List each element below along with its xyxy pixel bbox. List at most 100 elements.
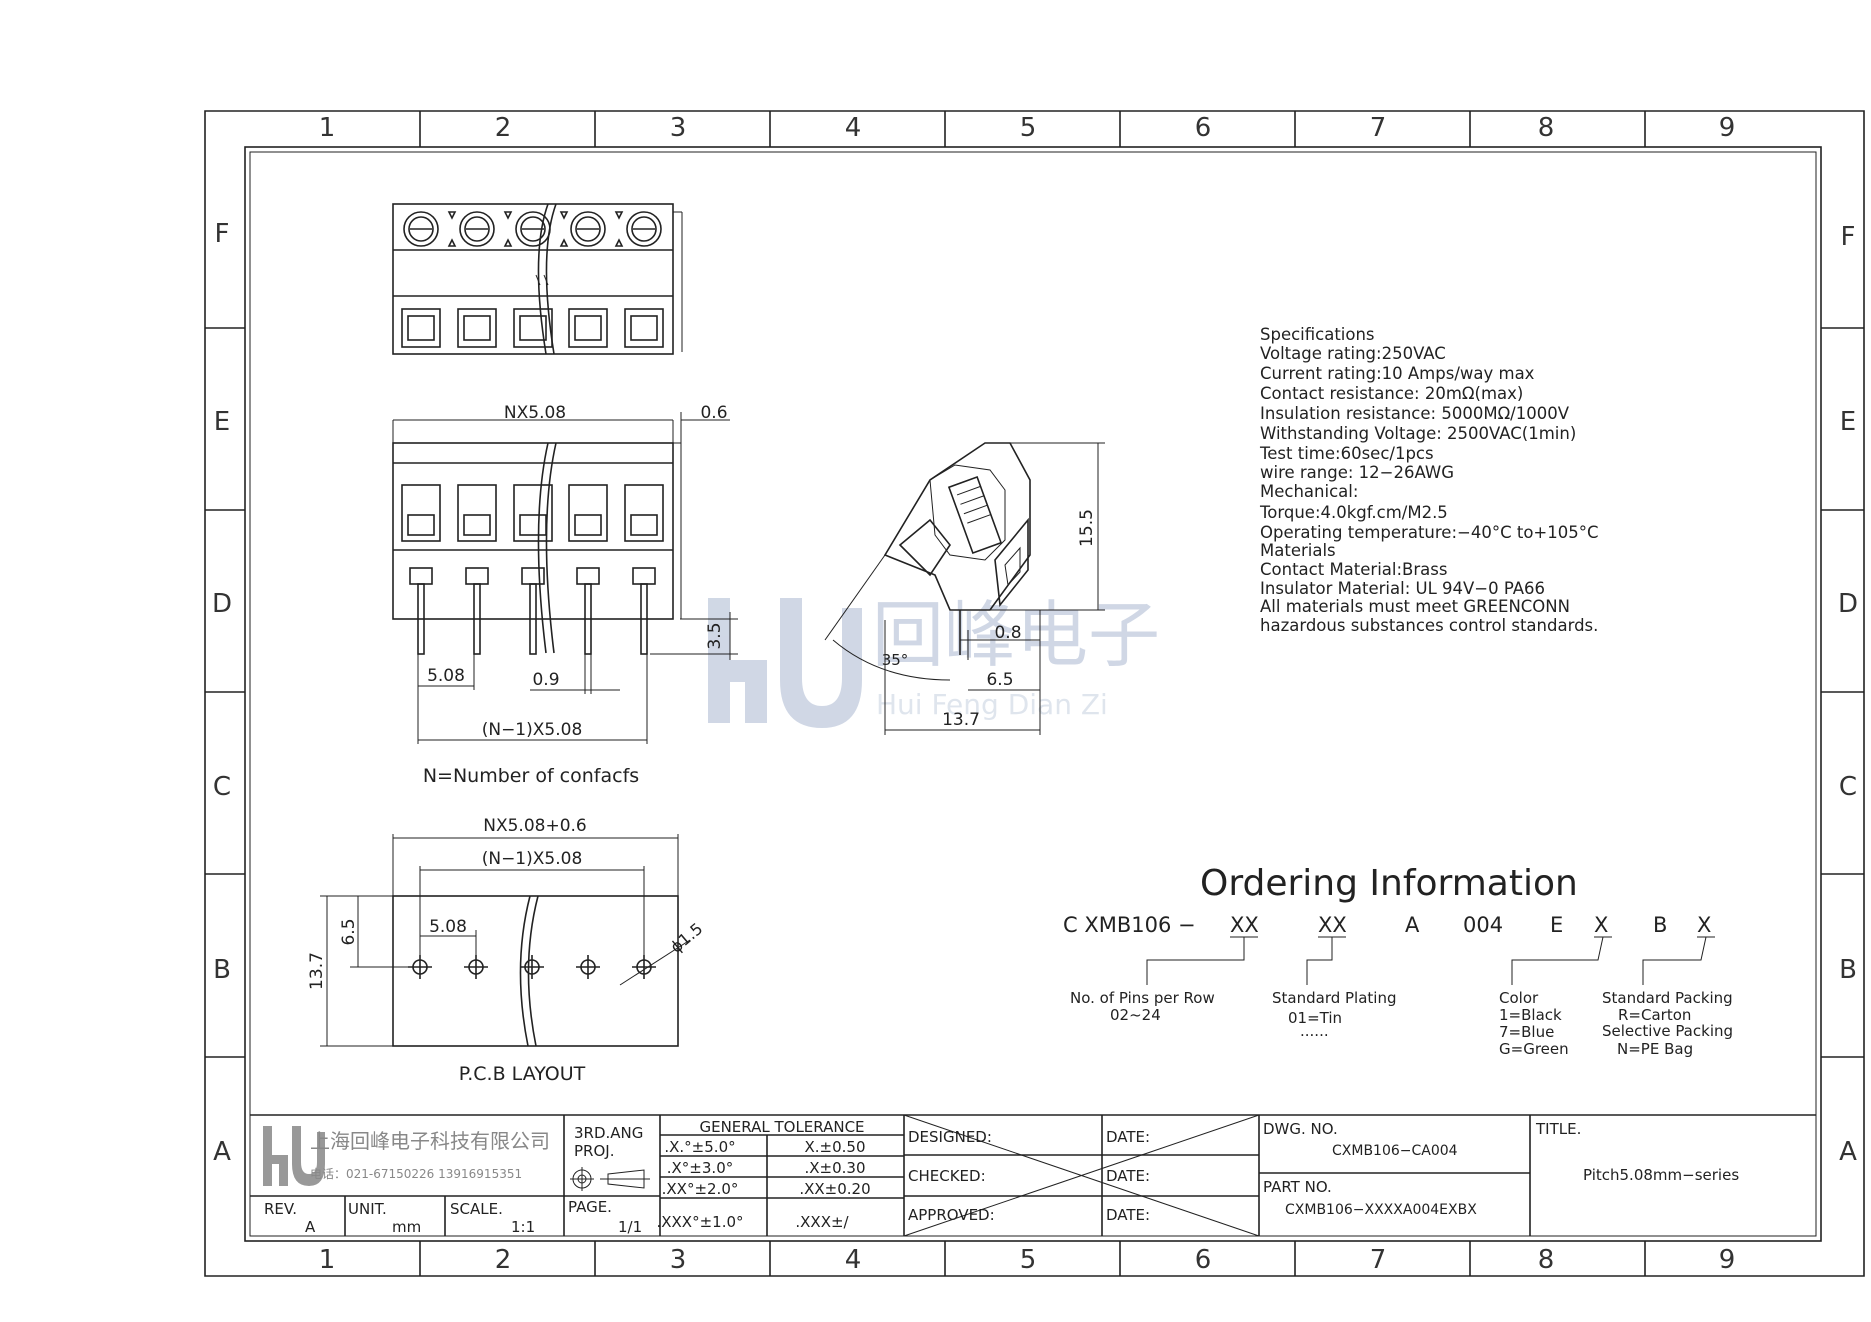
pcb-dim-row: 6.5 xyxy=(339,918,359,945)
dim-span: (N−1)X5.08 xyxy=(482,720,583,740)
row-label: E xyxy=(214,407,230,437)
watermark-cn: 回峰电子 xyxy=(872,593,1160,677)
spec-line: Insulation resistance: 5000MΩ/1000V xyxy=(1260,404,1570,423)
pcb-dim-pitch: 5.08 xyxy=(429,917,467,937)
scale-value: 1:1 xyxy=(511,1218,535,1236)
watermark: 回峰电子 Hui Feng Dian Zi xyxy=(708,593,1160,728)
spec-line: Mechanical: xyxy=(1260,482,1358,501)
dim-depth: 13.7 xyxy=(942,710,980,730)
row-label: E xyxy=(1840,407,1856,437)
code-packing: X xyxy=(1697,913,1711,937)
date-label: DATE: xyxy=(1106,1167,1150,1185)
watermark-pinyin: Hui Feng Dian Zi xyxy=(876,688,1108,721)
col-label: 7 xyxy=(1370,113,1387,143)
col-label: 4 xyxy=(845,113,862,143)
approved-label: APPROVED: xyxy=(908,1206,995,1224)
col-label: 6 xyxy=(1195,113,1212,143)
col-label: 6 xyxy=(1195,1245,1212,1275)
side-view: 15.5 0.8 35° 6.5 13.7 xyxy=(824,442,1105,735)
tolerance-a1: .X.°±5.0° xyxy=(664,1138,735,1156)
row-label: C xyxy=(213,772,231,802)
row-label: F xyxy=(215,219,230,249)
spec-line: Operating temperature:−40°C to+105°C xyxy=(1260,523,1599,542)
code-b: B xyxy=(1653,913,1667,937)
tolerance-a3: .XX°±2.0° xyxy=(662,1180,739,1198)
spec-line: Withstanding Voltage: 2500VAC(1min) xyxy=(1260,424,1576,443)
spec-line: Specifications xyxy=(1260,325,1375,344)
row-label: D xyxy=(1838,589,1858,619)
packing-note-4: N=PE Bag xyxy=(1617,1040,1693,1058)
col-label: 9 xyxy=(1719,1245,1736,1275)
dwg-label: DWG. NO. xyxy=(1263,1120,1338,1138)
date-label: DATE: xyxy=(1106,1206,1150,1224)
pcb-layout: NX5.08+0.6 (N−1)X5.08 5.08 6.5 13.7 ϕ1.5… xyxy=(307,816,706,1085)
specifications: Specifications Voltage rating:250VAC Cur… xyxy=(1259,325,1599,635)
row-label: B xyxy=(1839,955,1857,985)
company-logo xyxy=(263,1126,325,1186)
dim-angle: 35° xyxy=(882,651,909,669)
col-label: 8 xyxy=(1538,113,1555,143)
dim-pin: 0.8 xyxy=(994,623,1021,643)
top-view xyxy=(392,203,683,355)
code-pins: XX xyxy=(1230,913,1259,937)
col-label: 2 xyxy=(495,1245,512,1275)
tolerance-b1: X.±0.50 xyxy=(804,1138,865,1156)
row-label: A xyxy=(213,1137,231,1167)
scale-label: SCALE. xyxy=(450,1200,503,1218)
code-prefix: C XMB106 − xyxy=(1063,913,1196,937)
spec-line: Current rating:10 Amps/way max xyxy=(1260,364,1535,383)
part-label: PART NO. xyxy=(1263,1178,1332,1196)
col-label: 2 xyxy=(495,113,512,143)
title-block: 上海回峰电子科技有限公司 电话：021-67150226 13916915351… xyxy=(250,1114,1816,1237)
code-plating: XX xyxy=(1318,913,1347,937)
unit-label: UNIT. xyxy=(348,1200,387,1218)
row-label: A xyxy=(1839,1137,1857,1167)
col-label: 3 xyxy=(670,113,687,143)
row-label: F xyxy=(1841,222,1856,252)
row-label: B xyxy=(213,955,231,985)
front-view-note: N=Number of confacfs xyxy=(423,765,639,787)
row-label: C xyxy=(1839,772,1857,802)
proj-label-2: PROJ. xyxy=(574,1142,614,1160)
dim-width: NX5.08 xyxy=(504,403,566,423)
color-note-4: G=Green xyxy=(1499,1040,1569,1058)
title-value: Pitch5.08mm−series xyxy=(1583,1166,1739,1184)
col-label: 5 xyxy=(1020,1245,1037,1275)
company-name: 上海回峰电子科技有限公司 xyxy=(310,1129,550,1153)
sheet-frame xyxy=(204,110,1865,1277)
tolerance-header: GENERAL TOLERANCE xyxy=(699,1118,864,1136)
code-color: X xyxy=(1594,913,1608,937)
col-label: 1 xyxy=(319,113,336,143)
spec-line: hazardous substances control standards. xyxy=(1260,616,1598,635)
checked-label: CHECKED: xyxy=(908,1167,986,1185)
pcb-dim-span: (N−1)X5.08 xyxy=(482,849,583,869)
tolerance-a4: .XXX°±1.0° xyxy=(656,1213,743,1231)
row-label: D xyxy=(212,589,232,619)
tolerance-b3: .XX±0.20 xyxy=(799,1180,870,1198)
front-view: NX5.08 0.6 3.5 5.08 0.9 (N−1)X5.08 N=Num… xyxy=(392,403,738,787)
dwg-value: CXMB106−CA004 xyxy=(1332,1143,1458,1159)
tolerance-b4: .XXX±/ xyxy=(795,1213,849,1231)
color-note-3: 7=Blue xyxy=(1499,1023,1554,1041)
dim-height: 15.5 xyxy=(1077,509,1097,547)
color-note-1: Color xyxy=(1499,989,1539,1007)
col-label: 8 xyxy=(1538,1245,1555,1275)
spec-line: Materials xyxy=(1260,541,1336,560)
pcb-dim-total: NX5.08+0.6 xyxy=(483,816,587,836)
pcb-dim-depth: 13.7 xyxy=(307,952,327,990)
projection-symbol-icon xyxy=(570,1167,650,1191)
dim-offset: 0.6 xyxy=(700,403,727,423)
rev-label: REV. xyxy=(264,1200,297,1218)
plating-note-2: 01=Tin xyxy=(1288,1009,1342,1027)
code-num: 004 xyxy=(1463,913,1503,937)
unit-value: mm xyxy=(392,1218,421,1236)
tolerance-b2: .X±0.30 xyxy=(804,1159,865,1177)
pcb-caption: P.C.B LAYOUT xyxy=(459,1063,586,1085)
title-label: TITLE. xyxy=(1535,1120,1581,1138)
packing-note-3: Selective Packing xyxy=(1602,1022,1733,1040)
spec-line: All materials must meet GREENCONN xyxy=(1260,597,1570,616)
pins-note-1: No. of Pins per Row xyxy=(1070,989,1215,1007)
code-a: A xyxy=(1405,913,1420,937)
packing-note-2: R=Carton xyxy=(1618,1006,1691,1024)
